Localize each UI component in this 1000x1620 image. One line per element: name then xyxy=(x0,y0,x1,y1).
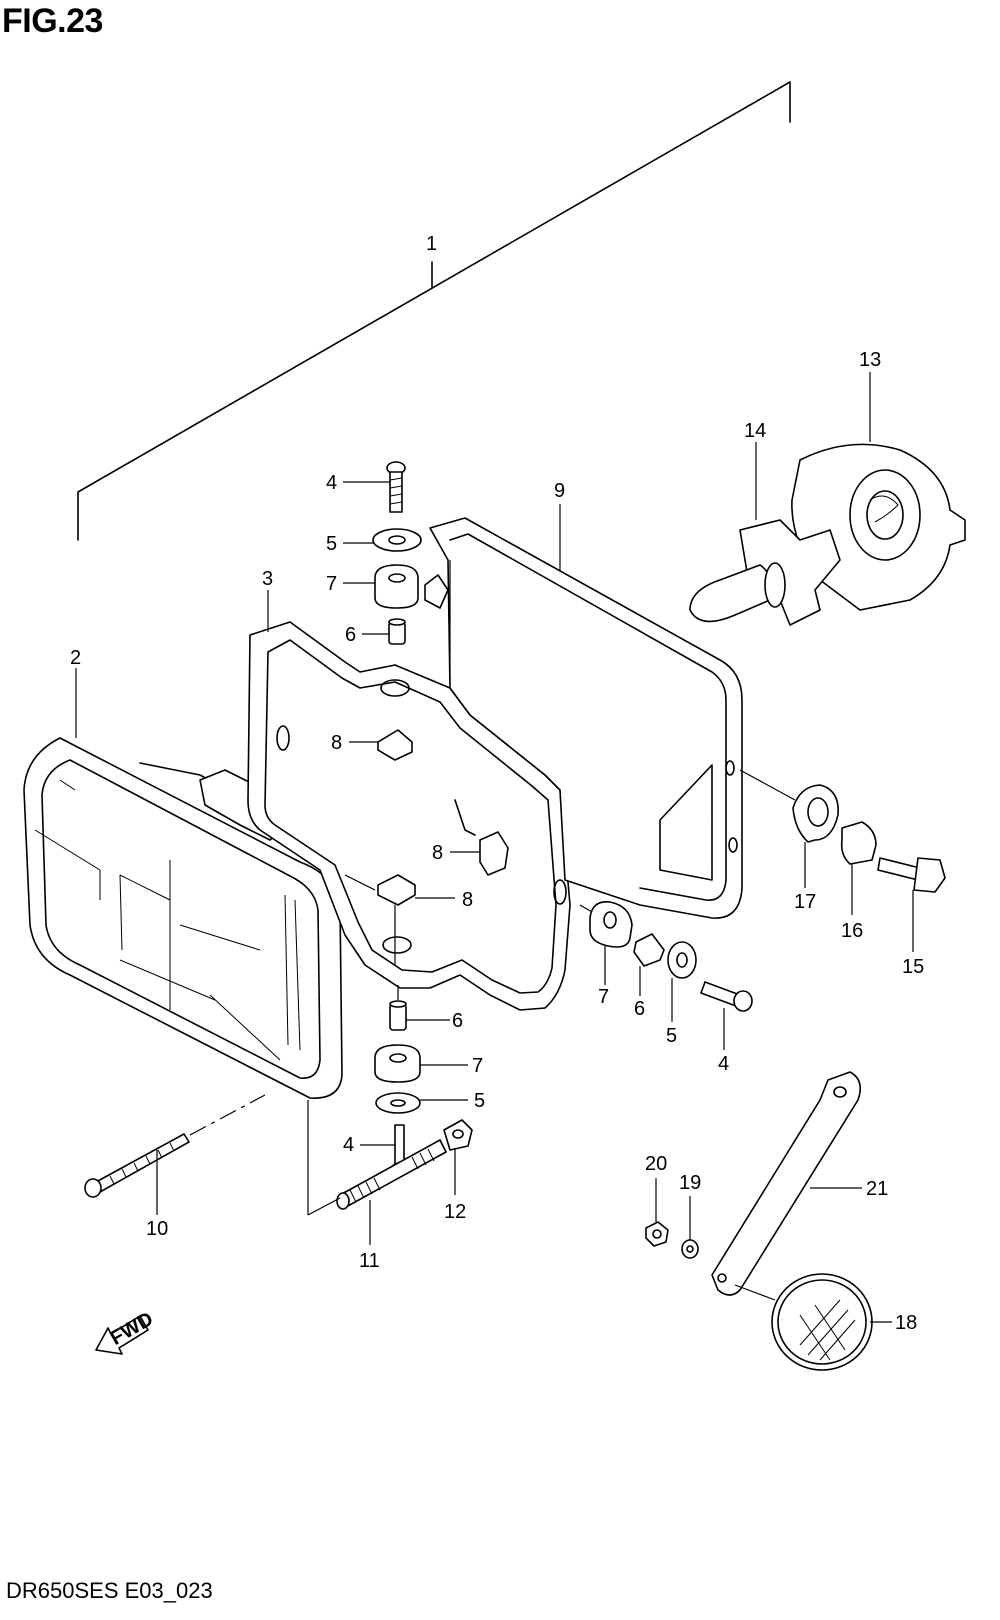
grommet-upper[interactable] xyxy=(374,564,419,609)
callout-11: 11 xyxy=(359,1250,380,1272)
screw-right[interactable] xyxy=(700,981,753,1012)
assembly-lines xyxy=(189,560,796,1301)
adjuster-nut[interactable] xyxy=(443,1119,473,1151)
clip-nut-upper[interactable] xyxy=(424,574,449,609)
reflector-bracket[interactable] xyxy=(711,1071,861,1296)
callout-17: 17 xyxy=(794,891,816,913)
bushing-flange[interactable] xyxy=(792,784,839,843)
callout-13: 13 xyxy=(859,349,881,371)
callout-labels: 1 2 3 4 5 7 6 8 8 8 9 6 7 5 4 10 11 12 1… xyxy=(70,233,924,1334)
clip-nut-lower[interactable] xyxy=(377,874,416,906)
callout-7-upper: 7 xyxy=(326,573,337,595)
callout-15: 15 xyxy=(902,956,924,978)
mounting-bolt[interactable] xyxy=(877,857,946,893)
diagram-code: DR650SES E03_023 xyxy=(6,1578,213,1603)
collar[interactable] xyxy=(840,821,877,865)
callout-10: 10 xyxy=(146,1218,168,1240)
clip-nut-left[interactable] xyxy=(377,729,413,761)
headlight-case[interactable] xyxy=(429,517,743,919)
callout-6-right: 6 xyxy=(634,998,645,1020)
callout-leaders xyxy=(75,372,914,1323)
callout-14: 14 xyxy=(744,420,766,442)
callout-18: 18 xyxy=(895,1312,917,1334)
callout-6-lower: 6 xyxy=(452,1010,463,1032)
forward-arrow-icon: FWD xyxy=(95,1308,157,1355)
long-screw[interactable] xyxy=(84,1133,190,1198)
callout-21: 21 xyxy=(866,1178,888,1200)
callout-20: 20 xyxy=(645,1153,667,1175)
assembly-bracket xyxy=(77,81,791,541)
callout-4-lower: 4 xyxy=(343,1134,354,1156)
callout-8-lower: 8 xyxy=(462,889,473,911)
callout-4-right: 4 xyxy=(718,1053,729,1075)
callout-5-upper: 5 xyxy=(326,533,337,555)
callout-9: 9 xyxy=(554,480,565,502)
callout-4-upper: 4 xyxy=(326,472,337,494)
washer-lower[interactable] xyxy=(375,1092,421,1114)
headlight-housing[interactable] xyxy=(247,621,571,1011)
callout-12: 12 xyxy=(444,1201,466,1223)
callout-2: 2 xyxy=(70,647,81,669)
grommet-right[interactable] xyxy=(589,901,633,948)
fwd-label: FWD xyxy=(107,1308,157,1350)
adjusting-screw[interactable] xyxy=(336,1139,447,1210)
callout-19: 19 xyxy=(679,1172,701,1194)
callout-7-lower: 7 xyxy=(472,1055,483,1077)
callout-16: 16 xyxy=(841,920,863,942)
grommet-lower[interactable] xyxy=(374,1044,421,1083)
callout-5-lower: 5 xyxy=(474,1090,485,1112)
hex-nut[interactable] xyxy=(645,1221,669,1247)
clip-nut-right[interactable] xyxy=(479,831,509,876)
washer-right[interactable] xyxy=(667,941,697,979)
callout-5-right: 5 xyxy=(666,1025,677,1047)
washer-upper[interactable] xyxy=(372,528,422,552)
callout-7-right: 7 xyxy=(598,986,609,1008)
headlight-bulb[interactable] xyxy=(689,519,841,626)
spacer-right[interactable] xyxy=(633,933,665,967)
spacer-lower[interactable] xyxy=(389,1000,407,1031)
spacer-upper[interactable] xyxy=(388,618,406,645)
screw-upper[interactable] xyxy=(386,461,406,513)
lock-washer[interactable] xyxy=(681,1239,699,1259)
callout-3: 3 xyxy=(262,568,273,590)
callout-6-upper: 6 xyxy=(345,624,356,646)
callout-8-right: 8 xyxy=(432,842,443,864)
reflector[interactable] xyxy=(771,1273,873,1371)
callout-8-left: 8 xyxy=(331,732,342,754)
callout-1: 1 xyxy=(426,233,437,255)
figure-title: FIG.23 xyxy=(2,2,103,40)
